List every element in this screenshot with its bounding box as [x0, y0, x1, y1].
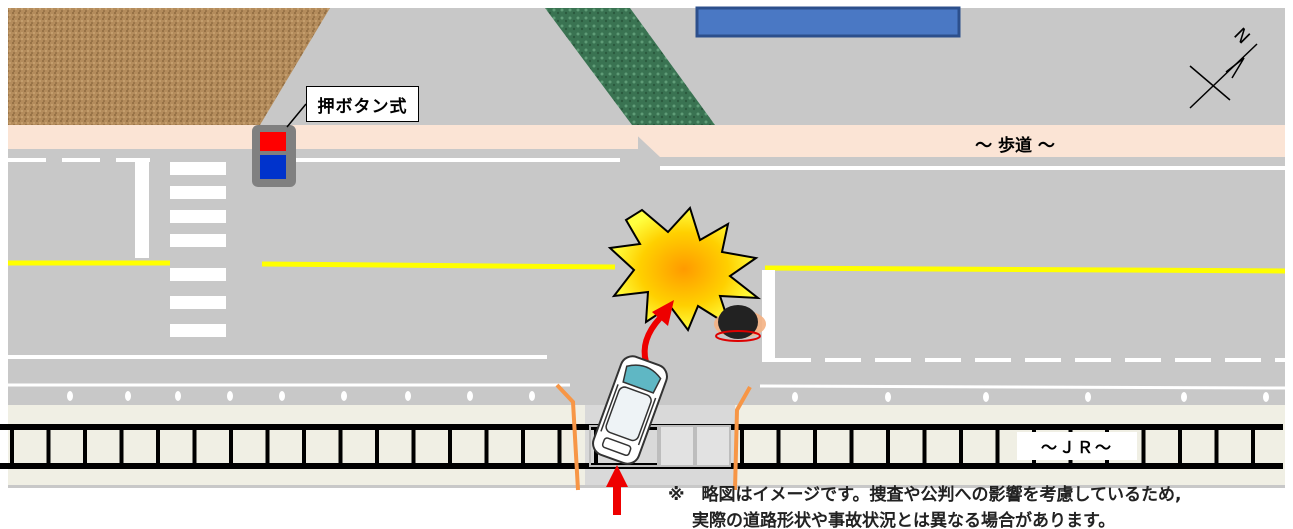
crossing-barrier-left	[555, 383, 580, 491]
vehicle-direction-arrow	[606, 465, 628, 515]
railway-label: ～ＪＲ～	[1017, 432, 1137, 460]
building	[695, 6, 961, 38]
explosion-icon	[607, 206, 762, 332]
sidewalk-left	[8, 125, 638, 149]
center-line-right	[764, 265, 1286, 274]
vehicle-path-arrow	[641, 300, 674, 363]
pedestrian-icon	[714, 305, 766, 342]
road-studs	[67, 391, 1269, 402]
car-icon	[592, 355, 668, 465]
dirt-lot	[8, 8, 330, 125]
disclaimer-note: ※ 略図はイメージです。捜査や公判への影響を考慮しているため, 実際の道路形状や…	[668, 482, 1290, 529]
signal-callout-line	[286, 103, 307, 128]
push-button-signal-label: 押ボタン式	[306, 86, 419, 122]
disclaimer-line-2: 実際の道路形状や事故状況とは異なる場合があります。	[692, 511, 1116, 529]
crosswalk	[170, 162, 226, 337]
sidewalk-right	[626, 125, 1285, 157]
rail-approach-line-right	[759, 384, 1286, 390]
grass-strip	[545, 8, 715, 125]
pedestrian-signal	[252, 125, 296, 187]
sidewalk-label: ～ 歩道 ～	[975, 135, 1055, 156]
disclaimer-line-1: ※ 略図はイメージです。捜査や公判への影響を考慮しているため,	[668, 485, 1182, 505]
stop-line-right	[762, 270, 775, 362]
crossing-barrier-right	[733, 386, 752, 491]
stop-line-left	[135, 162, 149, 258]
center-line-middle	[261, 261, 616, 270]
